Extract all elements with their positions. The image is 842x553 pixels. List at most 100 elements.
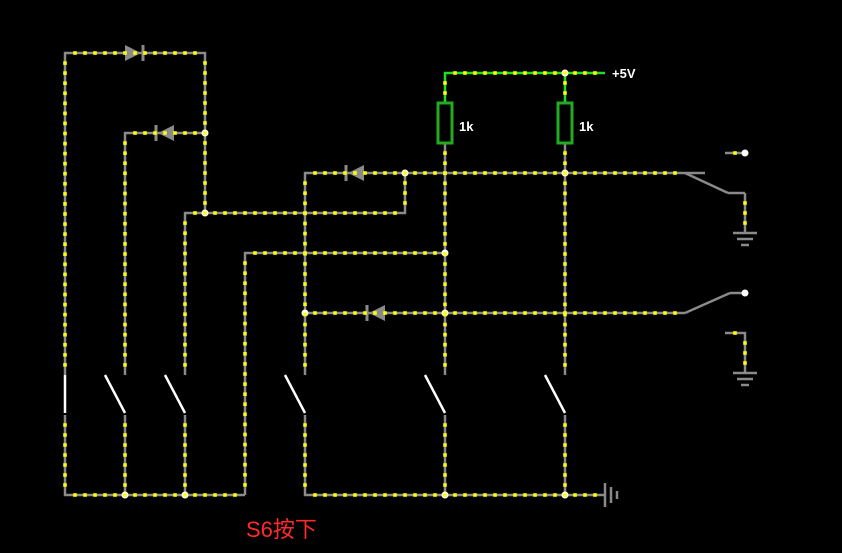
current-dot xyxy=(243,452,247,457)
current-dot xyxy=(563,91,567,95)
current-dot xyxy=(373,171,377,175)
current-dot xyxy=(213,211,217,215)
current-dot xyxy=(243,331,247,336)
current-dot xyxy=(93,51,97,55)
current-dot xyxy=(83,493,87,497)
current-dot xyxy=(123,473,127,477)
current-dot xyxy=(103,493,107,497)
current-dot xyxy=(433,311,437,315)
current-dot xyxy=(203,121,207,125)
current-dot xyxy=(543,171,547,175)
current-dot xyxy=(443,242,447,246)
current-dot xyxy=(103,51,107,55)
current-dot xyxy=(173,51,177,55)
current-dot xyxy=(553,493,557,497)
selector-switch-2[interactable] xyxy=(684,291,745,315)
current-dot xyxy=(123,312,127,317)
current-dot xyxy=(63,343,67,347)
current-dot xyxy=(203,211,207,215)
current-dot xyxy=(353,311,357,315)
current-dot xyxy=(513,71,517,75)
current-dot xyxy=(73,493,77,497)
current-dot xyxy=(63,463,67,467)
resistor-r1-label: 1k xyxy=(459,119,474,134)
current-dot xyxy=(403,201,407,205)
current-dot xyxy=(743,221,747,225)
current-dot xyxy=(333,251,337,255)
current-dot xyxy=(183,342,187,347)
current-dot xyxy=(303,312,307,317)
current-dot xyxy=(423,171,427,175)
current-dot xyxy=(63,292,67,297)
current-dot xyxy=(203,191,207,195)
current-dot xyxy=(433,251,437,255)
current-dot xyxy=(343,211,347,215)
ground-symbol-3 xyxy=(603,483,619,507)
current-dot xyxy=(183,302,187,306)
current-dot xyxy=(623,171,627,175)
current-dot xyxy=(393,311,397,315)
switch-s6[interactable] xyxy=(543,374,567,414)
current-dot xyxy=(303,191,307,195)
current-dot xyxy=(63,453,67,457)
current-dot xyxy=(573,311,577,315)
current-dot xyxy=(63,81,67,85)
current-dot xyxy=(63,312,67,317)
current-dot xyxy=(183,463,187,467)
current-dot xyxy=(243,412,247,417)
current-dot xyxy=(303,332,307,337)
current-dot xyxy=(183,483,187,487)
current-dot xyxy=(393,251,397,255)
current-dot xyxy=(643,311,647,315)
current-dot xyxy=(203,71,207,75)
current-dot xyxy=(443,302,447,307)
current-dot xyxy=(183,251,187,256)
current-dot xyxy=(183,221,187,225)
current-dot xyxy=(303,363,307,367)
current-dot xyxy=(443,332,447,337)
current-dot xyxy=(203,111,207,115)
current-dot xyxy=(553,71,557,75)
current-dot xyxy=(453,493,457,497)
current-dot xyxy=(433,171,437,175)
current-dot xyxy=(123,191,127,196)
ground-symbol-1 xyxy=(733,231,757,247)
current-dot xyxy=(63,202,67,206)
current-dot xyxy=(333,211,337,215)
current-dot xyxy=(303,181,307,185)
current-dot xyxy=(503,311,507,315)
current-dot xyxy=(393,493,397,497)
current-dot xyxy=(143,51,147,55)
current-dot xyxy=(563,232,567,236)
current-dot xyxy=(443,171,447,176)
current-dot xyxy=(343,311,347,315)
current-dot xyxy=(243,402,247,406)
current-dot xyxy=(423,251,427,255)
current-dot xyxy=(303,443,307,447)
current-dot xyxy=(523,311,527,315)
current-dot xyxy=(183,332,187,337)
current-dot xyxy=(303,292,307,296)
switch-s3[interactable] xyxy=(163,374,187,414)
current-dot xyxy=(353,493,357,497)
current-dot xyxy=(123,453,127,457)
switch-s5[interactable] xyxy=(423,374,447,414)
switch-s2[interactable] xyxy=(103,374,127,414)
current-dot xyxy=(413,311,417,315)
current-dot xyxy=(563,363,567,367)
current-dot xyxy=(303,463,307,467)
selector-switch-1[interactable] xyxy=(684,171,745,195)
current-dot xyxy=(473,493,477,497)
current-dot xyxy=(223,493,227,497)
switch-s4[interactable] xyxy=(283,374,307,414)
current-dot xyxy=(303,302,307,307)
current-dot xyxy=(573,171,577,175)
current-dot xyxy=(193,51,197,55)
current-dot xyxy=(243,261,247,265)
current-dot xyxy=(63,252,67,256)
current-dot xyxy=(83,51,87,55)
current-dot xyxy=(443,453,447,457)
current-dot xyxy=(113,493,117,497)
current-dot xyxy=(463,71,467,75)
current-dot xyxy=(183,292,187,296)
